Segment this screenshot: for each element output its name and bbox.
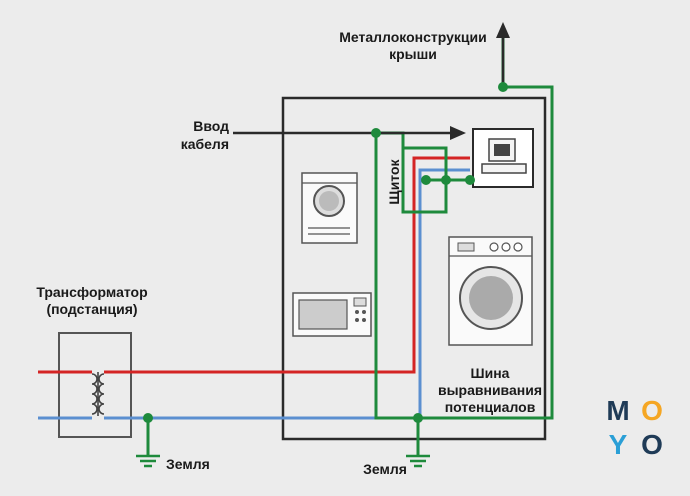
transformer-box xyxy=(58,332,132,438)
ground-label-left: Земля xyxy=(166,456,210,472)
roof-label-line2: крыши xyxy=(389,46,437,62)
logo-letter-4: O xyxy=(641,429,663,460)
cable-arrow-icon xyxy=(450,126,466,140)
cable-label-line2: кабеля xyxy=(181,136,229,152)
logo-letter-2: O xyxy=(641,395,663,426)
roof-arrow-icon xyxy=(496,22,510,38)
junction-dots xyxy=(143,82,508,423)
transformer-label-line2: (подстанция) xyxy=(46,301,137,317)
bus-label-line1: Шина xyxy=(471,365,510,381)
logo-letter-3: Y xyxy=(609,429,628,460)
cable-label-line1: Ввод xyxy=(193,118,229,134)
roof-label-line1: Металлоконструкции xyxy=(339,29,487,45)
panel-label: Щиток xyxy=(386,158,402,204)
ground-symbol-center-icon xyxy=(406,454,430,468)
bus-label-line3: потенциалов xyxy=(445,399,536,415)
ground-label-center: Земля xyxy=(363,461,407,477)
phase-wire-house xyxy=(104,156,470,374)
transformer-coils-icon xyxy=(91,372,105,416)
bus-label-line2: выравнивания xyxy=(438,382,542,398)
ground-symbol-left-icon xyxy=(136,454,160,468)
transformer-label-line1: Трансформатор xyxy=(36,284,147,300)
logo-letter-1: M xyxy=(606,395,629,426)
house-outline xyxy=(281,96,547,441)
moyo-logo: M O Y O xyxy=(606,395,663,460)
computer-icon xyxy=(481,138,527,174)
microwave-icon xyxy=(292,292,372,337)
washing-machine-icon xyxy=(448,236,533,346)
dryer-icon xyxy=(301,172,358,244)
